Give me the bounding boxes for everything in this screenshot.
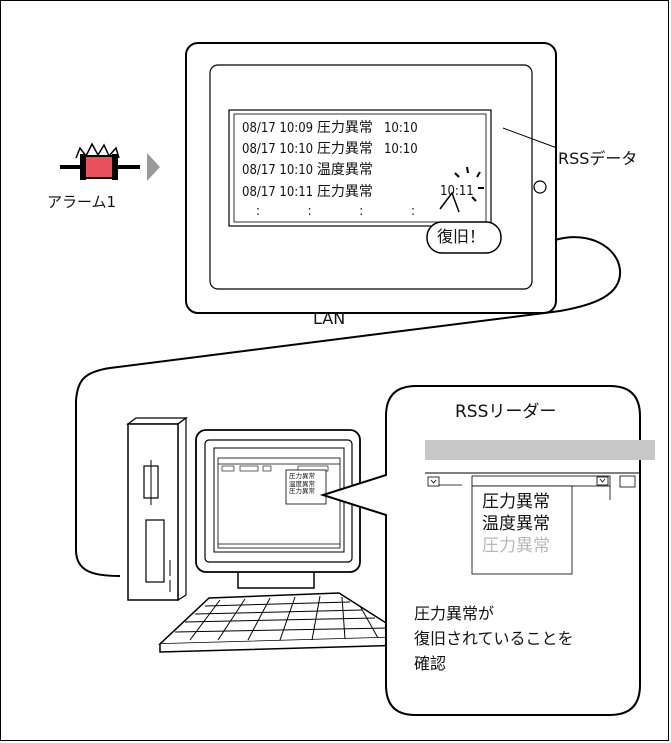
reader-dropdown-icon (427, 476, 440, 487)
arrow-right-icon (147, 153, 160, 181)
alarm-row-2: 08/17 10:10 圧力異常 10:10 (242, 141, 418, 157)
recovery-sparkle-icon (454, 166, 484, 202)
alarm-rows-more: : : : : (256, 204, 437, 219)
pc-tower (126, 416, 188, 602)
reader-item-faded: 圧力異常 (482, 536, 550, 556)
alarm-row-3: 08/17 10:10 温度異常 (242, 162, 373, 178)
alarm-row-1: 08/17 10:09 圧力異常 10:10 (242, 120, 418, 136)
reader-list (471, 485, 573, 575)
alarm-label: アラーム1 (47, 193, 117, 211)
recovered-bubble (426, 221, 502, 254)
bubble-tail (439, 191, 460, 213)
reader-select (471, 475, 611, 487)
keyboard (158, 592, 411, 653)
alarm-row-4-recovery-time: 10:11 (440, 184, 474, 199)
alarm-icon (60, 142, 140, 180)
pc-monitor (195, 429, 361, 589)
lan-label: LAN (313, 309, 346, 328)
pc-screen-item: 圧力異常 (289, 487, 315, 495)
chevron-down-icon (596, 476, 609, 486)
reader-note: 圧力異常が 復旧されていることを 確認 (414, 601, 574, 676)
display-panel (185, 42, 557, 314)
reader-item: 圧力異常 (482, 492, 550, 512)
lan-cable (75, 236, 622, 577)
rss-pointer (502, 127, 558, 149)
reader-title: RSSリーダー (455, 402, 557, 422)
pc-screen-item: 圧力異常 (289, 472, 315, 480)
reader-scroll-box (619, 475, 636, 488)
pc-screen-item: 温度異常 (289, 479, 315, 488)
note-line: 確認 (414, 654, 447, 673)
pc-screen-list: 圧力異常 温度異常 圧力異常 (289, 472, 315, 496)
note-line: 圧力異常が (414, 604, 495, 623)
note-line: 復旧されていることを (414, 629, 574, 648)
reader-item: 温度異常 (482, 514, 550, 534)
rss-data-label: RSSデータ (558, 149, 638, 168)
reader-header-bar (425, 440, 655, 460)
recovered-bubble-text: 復旧！ (437, 227, 486, 246)
alarm-row-4: 08/17 10:11 圧力異常 (242, 184, 373, 200)
